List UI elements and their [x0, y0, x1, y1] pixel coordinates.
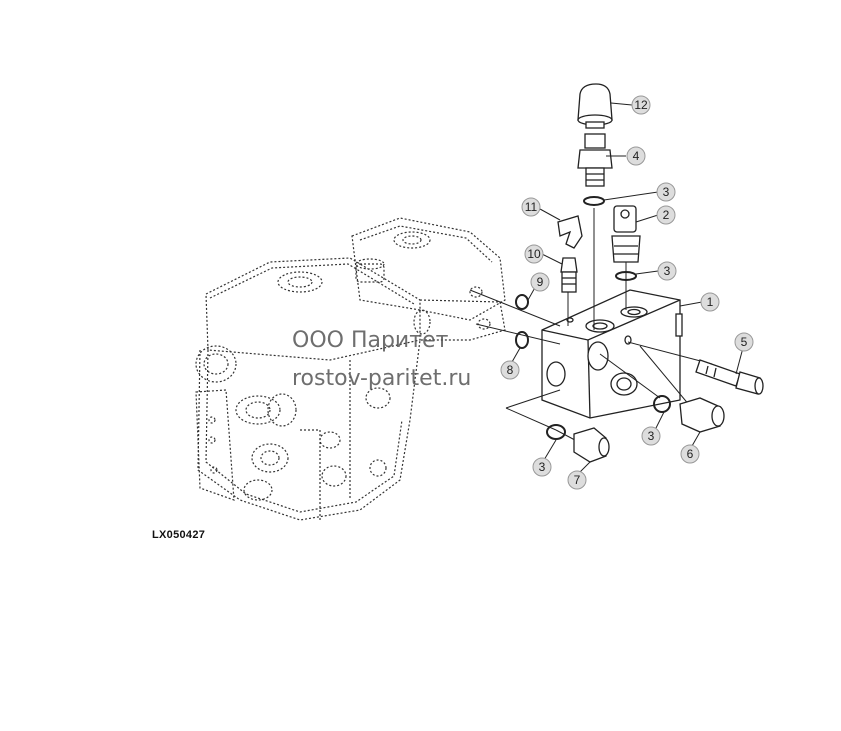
fitting-part-4 [577, 133, 613, 187]
callout-label: 7 [574, 473, 581, 487]
manifold-block [541, 289, 683, 419]
callout-label: 2 [663, 208, 670, 222]
callout-8: 8 [500, 360, 520, 380]
callout-label: 8 [507, 363, 514, 377]
callout-label: 1 [707, 295, 714, 309]
figure-id: LX050427 [152, 529, 206, 541]
fitting-part-7 [573, 427, 610, 463]
callout-label: 12 [634, 98, 648, 112]
callout-label: 5 [741, 335, 748, 349]
callout-4: 4 [626, 146, 646, 166]
callout-6: 6 [680, 444, 700, 464]
watermark-line-2: rostov-paritet.ru [292, 366, 472, 391]
assembly-lines [469, 208, 713, 449]
clip-part-11 [557, 215, 583, 249]
callout-12: 12 [631, 95, 651, 115]
callout-label: 10 [527, 247, 541, 261]
callout-label: 3 [539, 460, 546, 474]
callout-10: 10 [524, 244, 544, 264]
callout-label: 11 [525, 200, 538, 214]
elbow-fitting-part-2 [611, 205, 641, 263]
callout-7: 7 [567, 470, 587, 490]
cap-part-12 [577, 83, 613, 129]
bolt-part-5 [695, 359, 764, 395]
watermark-line-1: ООО Паритет [292, 328, 449, 353]
callout-label: 9 [537, 275, 544, 289]
fitting-part-6 [679, 397, 725, 433]
callout-label: 3 [664, 264, 671, 278]
callout-label: 3 [648, 429, 655, 443]
callout-9: 9 [530, 272, 550, 292]
valve-housing [195, 217, 506, 521]
callout-11: 11 [521, 197, 541, 217]
callout-5: 5 [734, 332, 754, 352]
callout-2: 2 [656, 205, 676, 225]
callout-label: 4 [633, 149, 640, 163]
callout-3c: 3 [641, 426, 661, 446]
bleed-screw-part-10 [560, 257, 578, 293]
o-rings [515, 196, 671, 440]
callout-3d: 3 [532, 457, 552, 477]
callout-1: 1 [700, 292, 720, 312]
callout-label: 3 [663, 185, 670, 199]
callout-label: 6 [687, 447, 694, 461]
callout-3a: 3 [656, 182, 676, 202]
callout-3b: 3 [657, 261, 677, 281]
